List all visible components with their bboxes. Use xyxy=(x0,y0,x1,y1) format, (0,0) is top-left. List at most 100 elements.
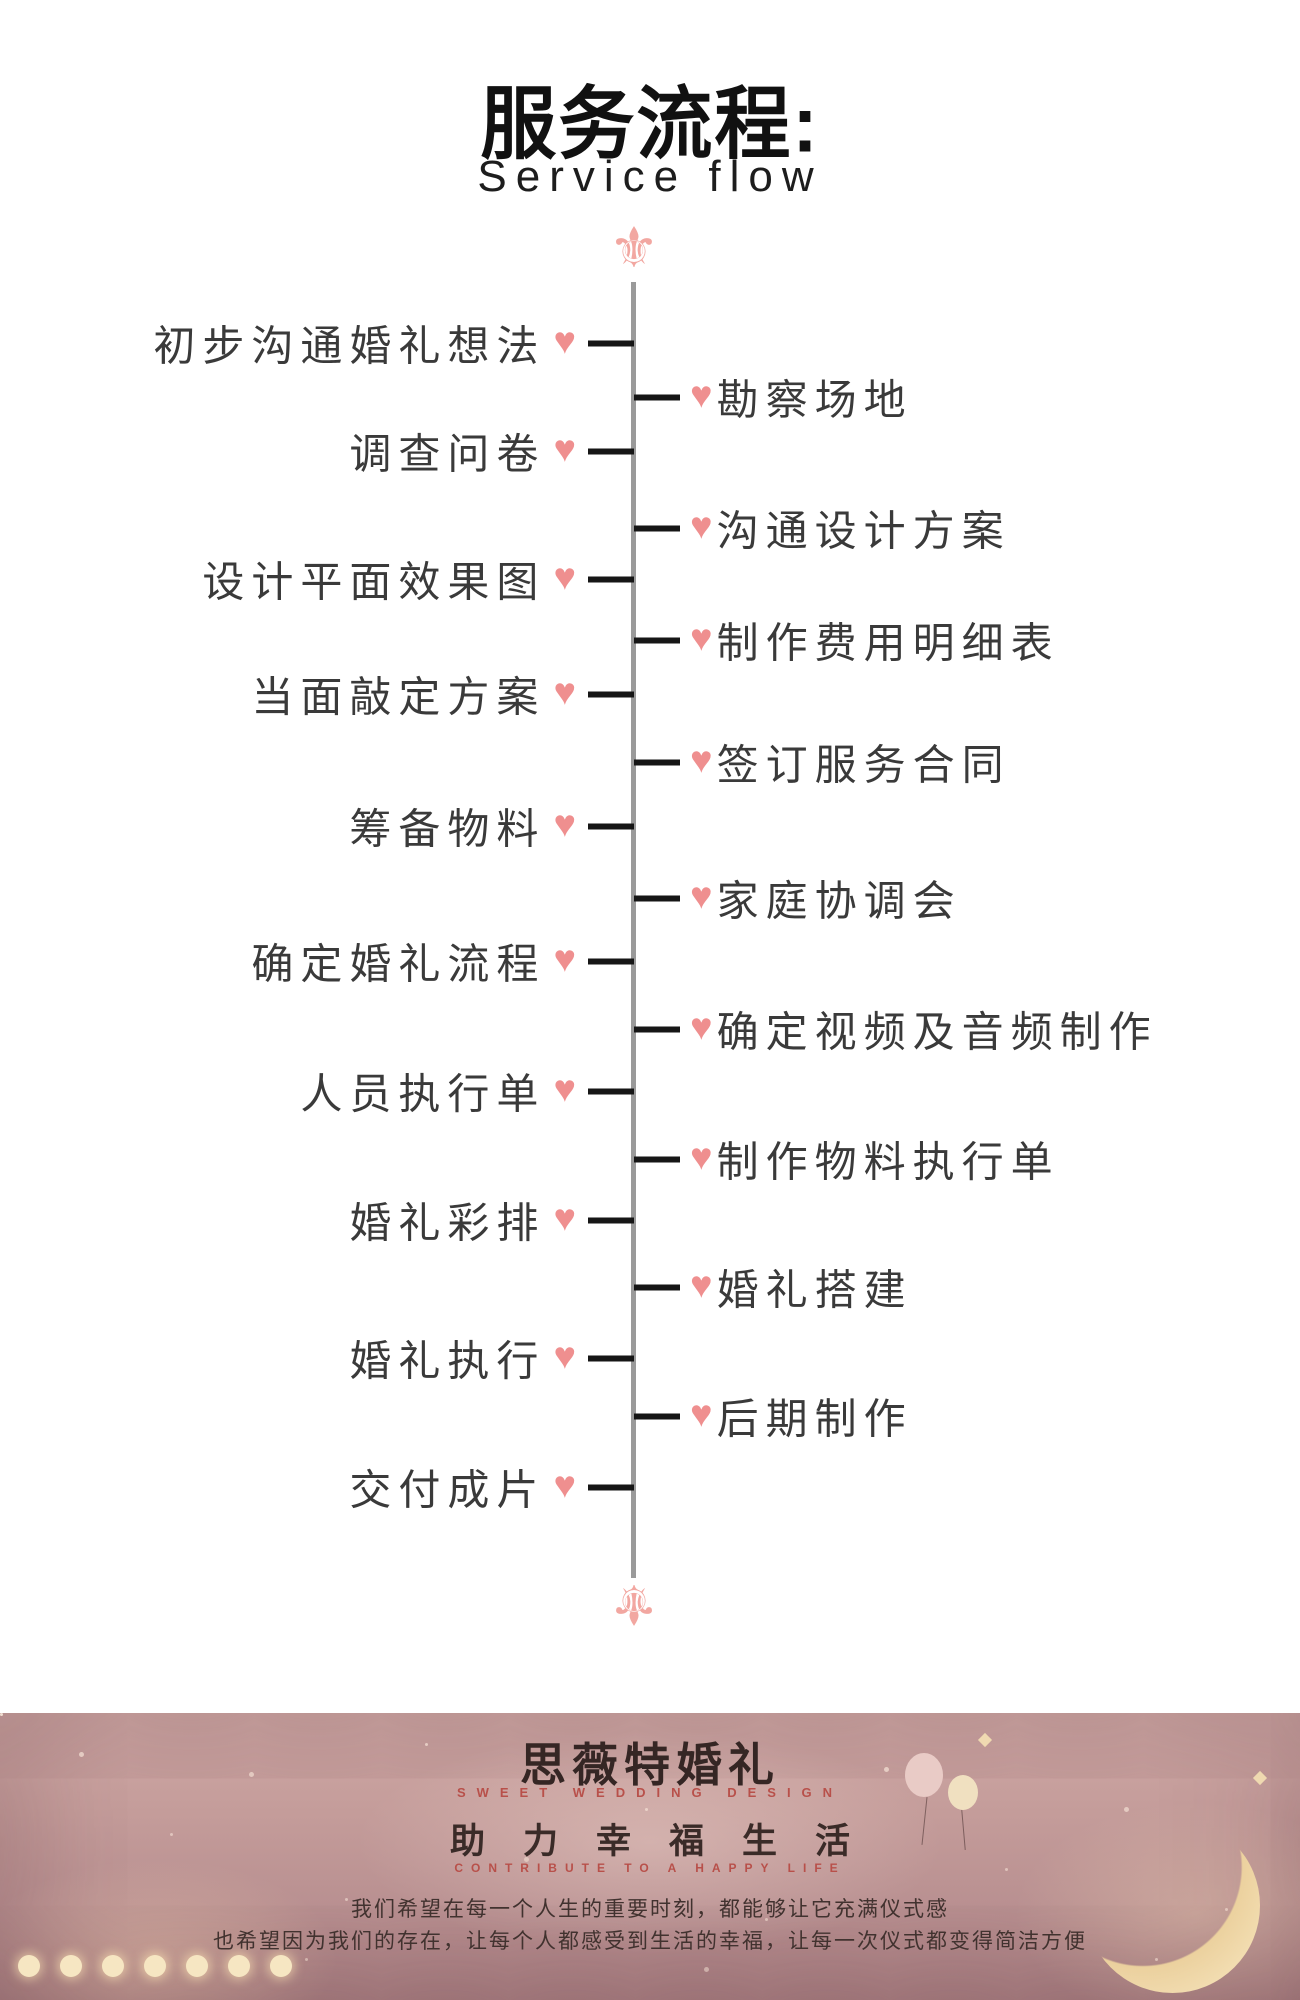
timeline-step-right: ♥ 婚礼搭建 xyxy=(634,1257,913,1318)
fleur-de-lis-icon: ⚜ xyxy=(608,1573,660,1636)
connector-tick xyxy=(634,637,680,643)
connector-tick xyxy=(588,691,634,697)
marquee-bulb-decoration xyxy=(60,1955,82,1977)
connector-tick xyxy=(634,1413,680,1419)
connector-tick xyxy=(588,1355,634,1361)
step-label: 初步沟通婚礼想法 xyxy=(153,322,546,370)
heart-icon: ♥ xyxy=(690,1393,713,1435)
step-label: 确定视频及音频制作 xyxy=(716,1008,1158,1056)
step-label: 调查问卷 xyxy=(349,430,546,478)
marquee-bulb-decoration xyxy=(228,1955,250,1977)
step-label: 家庭协调会 xyxy=(716,877,962,925)
page-title: 服务流程: xyxy=(480,80,820,170)
brand-name: 思薇特婚礼 xyxy=(520,1739,780,1791)
heart-icon: ♥ xyxy=(553,671,576,713)
brand-footer-banner: 思薇特婚礼 SWEET WEDDING DESIGN 助力幸福生活 CONTRI… xyxy=(0,1713,1300,2000)
timeline-step-left: 当面敲定方案 ♥ xyxy=(251,664,634,725)
connector-tick xyxy=(588,340,634,346)
heart-icon: ♥ xyxy=(690,1264,713,1306)
step-label: 婚礼彩排 xyxy=(349,1199,546,1247)
brand-name-english: SWEET WEDDING DESIGN xyxy=(456,1785,844,1800)
heart-icon: ♥ xyxy=(553,938,576,980)
step-label: 婚礼执行 xyxy=(349,1337,546,1385)
timeline-step-left: 婚礼执行 ♥ xyxy=(349,1328,634,1389)
brand-message-line2: 也希望因为我们的存在，让每个人都感受到生活的幸福，让每一次仪式都变得简洁方便 xyxy=(213,1930,1087,1953)
footer-glow-decoration xyxy=(0,1713,1300,2000)
connector-tick xyxy=(588,1217,634,1223)
step-label: 设计平面效果图 xyxy=(202,558,546,606)
connector-tick xyxy=(634,525,680,531)
marquee-bulb-decoration xyxy=(144,1955,166,1977)
connector-tick xyxy=(634,895,680,901)
step-label: 确定婚礼流程 xyxy=(251,940,546,988)
timeline-step-left: 调查问卷 ♥ xyxy=(349,421,634,482)
marquee-bulb-decoration xyxy=(270,1955,292,1977)
timeline-step-right: ♥ 沟通设计方案 xyxy=(634,498,1011,559)
timeline-step-right: ♥ 制作费用明细表 xyxy=(634,610,1060,671)
heart-icon: ♥ xyxy=(553,1464,576,1506)
step-label: 勘察场地 xyxy=(716,376,913,424)
timeline-step-left: 交付成片 ♥ xyxy=(349,1457,634,1518)
balloon-decoration xyxy=(905,1753,943,1797)
connector-tick xyxy=(634,759,680,765)
timeline-step-left: 婚礼彩排 ♥ xyxy=(349,1190,634,1251)
brand-slogan-english: CONTRIBUTE TO A HAPPY LIFE xyxy=(454,1861,846,1875)
timeline-step-left: 设计平面效果图 ♥ xyxy=(202,549,634,610)
step-label: 筹备物料 xyxy=(349,805,546,853)
timeline-step-right: ♥ 勘察场地 xyxy=(634,367,913,428)
step-label: 沟通设计方案 xyxy=(716,507,1011,555)
step-label: 当面敲定方案 xyxy=(251,673,546,721)
heart-icon: ♥ xyxy=(553,556,576,598)
connector-tick xyxy=(634,1284,680,1290)
connector-tick xyxy=(634,1026,680,1032)
heart-icon: ♥ xyxy=(553,803,576,845)
connector-tick xyxy=(588,448,634,454)
connector-tick xyxy=(588,576,634,582)
timeline-step-right: ♥ 确定视频及音频制作 xyxy=(634,999,1158,1060)
crescent-moon-decoration xyxy=(1085,1818,1260,1993)
heart-icon: ♥ xyxy=(553,1068,576,1110)
step-label: 制作物料执行单 xyxy=(716,1138,1060,1186)
page-subtitle: Service flow xyxy=(477,152,823,201)
brand-message-line1: 我们希望在每一个人生的重要时刻，都能够让它充满仪式感 xyxy=(351,1898,949,1921)
timeline-step-left: 确定婚礼流程 ♥ xyxy=(251,931,634,992)
heart-icon: ♥ xyxy=(690,1136,713,1178)
timeline-step-right: ♥ 制作物料执行单 xyxy=(634,1129,1060,1190)
connector-tick xyxy=(634,394,680,400)
step-label: 婚礼搭建 xyxy=(716,1266,913,1314)
connector-tick xyxy=(588,958,634,964)
timeline-step-left: 筹备物料 ♥ xyxy=(349,796,634,857)
timeline-step-right: ♥ 家庭协调会 xyxy=(634,868,962,929)
connector-tick xyxy=(588,1484,634,1490)
heart-icon: ♥ xyxy=(690,739,713,781)
heart-icon: ♥ xyxy=(553,1335,576,1377)
connector-tick xyxy=(588,1088,634,1094)
heart-icon: ♥ xyxy=(553,320,576,362)
heart-icon: ♥ xyxy=(690,875,713,917)
heart-icon: ♥ xyxy=(690,374,713,416)
heart-icon: ♥ xyxy=(690,505,713,547)
heart-icon: ♥ xyxy=(553,1197,576,1239)
brand-slogan: 助力幸福生活 xyxy=(449,1822,888,1861)
connector-tick xyxy=(588,823,634,829)
timeline-spine xyxy=(631,282,636,1578)
sparkles-decoration xyxy=(0,1713,3,1716)
heart-icon: ♥ xyxy=(553,428,576,470)
timeline-step-right: ♥ 后期制作 xyxy=(634,1386,913,1447)
heart-icon: ♥ xyxy=(690,617,713,659)
marquee-bulb-decoration xyxy=(102,1955,124,1977)
step-label: 签订服务合同 xyxy=(716,741,1011,789)
marquee-bulb-decoration xyxy=(186,1955,208,1977)
fleur-de-lis-icon: ⚜ xyxy=(608,216,660,279)
timeline-step-right: ♥ 签订服务合同 xyxy=(634,732,1011,793)
connector-tick xyxy=(634,1156,680,1162)
balloon-decoration xyxy=(948,1775,978,1810)
step-label: 交付成片 xyxy=(349,1466,546,1514)
step-label: 制作费用明细表 xyxy=(716,619,1060,667)
step-label: 人员执行单 xyxy=(300,1070,546,1118)
heart-icon: ♥ xyxy=(690,1006,713,1048)
timeline-step-left: 初步沟通婚礼想法 ♥ xyxy=(153,313,634,374)
marquee-bulb-decoration xyxy=(18,1955,40,1977)
step-label: 后期制作 xyxy=(716,1395,913,1443)
